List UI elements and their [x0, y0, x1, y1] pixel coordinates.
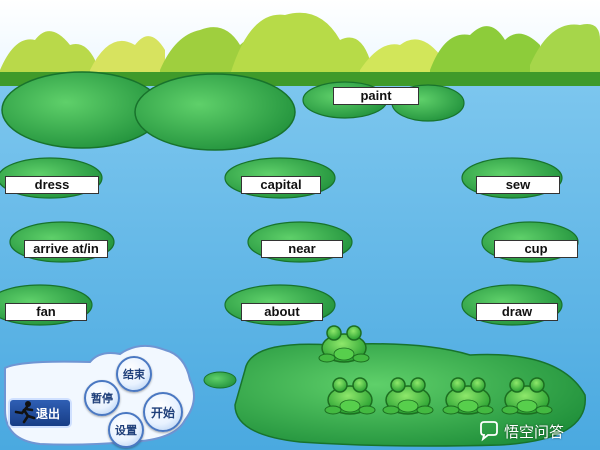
- settings-label: 设置: [115, 424, 137, 437]
- end-button[interactable]: 结束: [116, 356, 152, 392]
- settings-button[interactable]: 设置: [108, 412, 144, 448]
- pause-button[interactable]: 暂停: [84, 380, 120, 416]
- word-label[interactable]: dress: [5, 176, 99, 194]
- word-label[interactable]: cup: [494, 240, 578, 258]
- word-label[interactable]: arrive at/in: [24, 240, 108, 258]
- start-label: 开始: [150, 405, 175, 420]
- runner-icon: [14, 401, 36, 424]
- word-label[interactable]: near: [261, 240, 343, 258]
- word-label[interactable]: sew: [476, 176, 560, 194]
- word-label[interactable]: paint: [333, 87, 419, 105]
- word-label[interactable]: draw: [476, 303, 558, 321]
- exit-label: 退出: [35, 406, 60, 421]
- end-label: 结束: [123, 368, 145, 381]
- lily-pad-icon: [1, 71, 465, 151]
- watermark: 悟空问答: [478, 418, 596, 444]
- start-button[interactable]: 开始: [143, 392, 183, 432]
- pause-label: 暂停: [91, 392, 113, 405]
- word-label[interactable]: about: [241, 303, 323, 321]
- word-label[interactable]: capital: [241, 176, 321, 194]
- word-label[interactable]: fan: [5, 303, 87, 321]
- watermark-text: 悟空问答: [504, 422, 565, 441]
- speech-bubble-icon: [480, 421, 498, 442]
